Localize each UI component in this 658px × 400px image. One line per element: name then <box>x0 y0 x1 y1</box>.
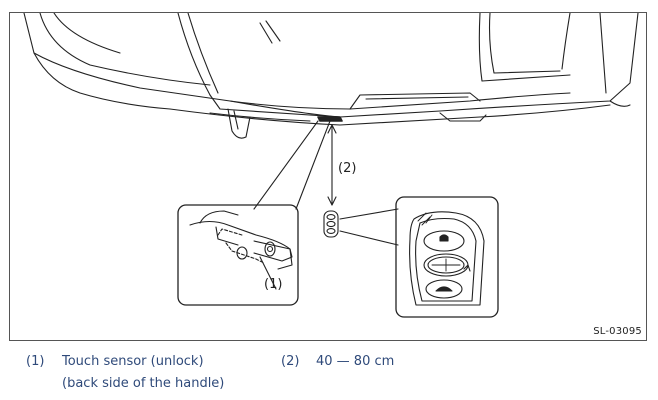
sensor-callout: (1) <box>264 277 283 292</box>
inset-key-fob <box>395 196 499 318</box>
key-fob-small <box>323 208 399 246</box>
sensor-leader-lines <box>253 120 331 210</box>
legend-item-2-number: (2) <box>281 354 300 369</box>
legend-item-1-line-1: Touch sensor (unlock) <box>62 354 204 369</box>
inset-door-handle <box>177 204 299 306</box>
legend: (1) Touch sensor (unlock) (back side of … <box>0 350 658 400</box>
car-key-illustration <box>23 13 639 318</box>
distance-callout: (2) <box>338 161 357 176</box>
figure-code: SL-03095 <box>593 326 642 337</box>
legend-item-2-line-1: 40 — 80 cm <box>316 354 395 369</box>
legend-item-1-line-2: (back side of the handle) <box>62 376 225 391</box>
legend-item-1-number: (1) <box>26 354 45 369</box>
car-body <box>23 13 639 139</box>
distance-arrow <box>327 124 337 206</box>
figure-frame: (2) (1) SL-03095 <box>9 12 647 341</box>
